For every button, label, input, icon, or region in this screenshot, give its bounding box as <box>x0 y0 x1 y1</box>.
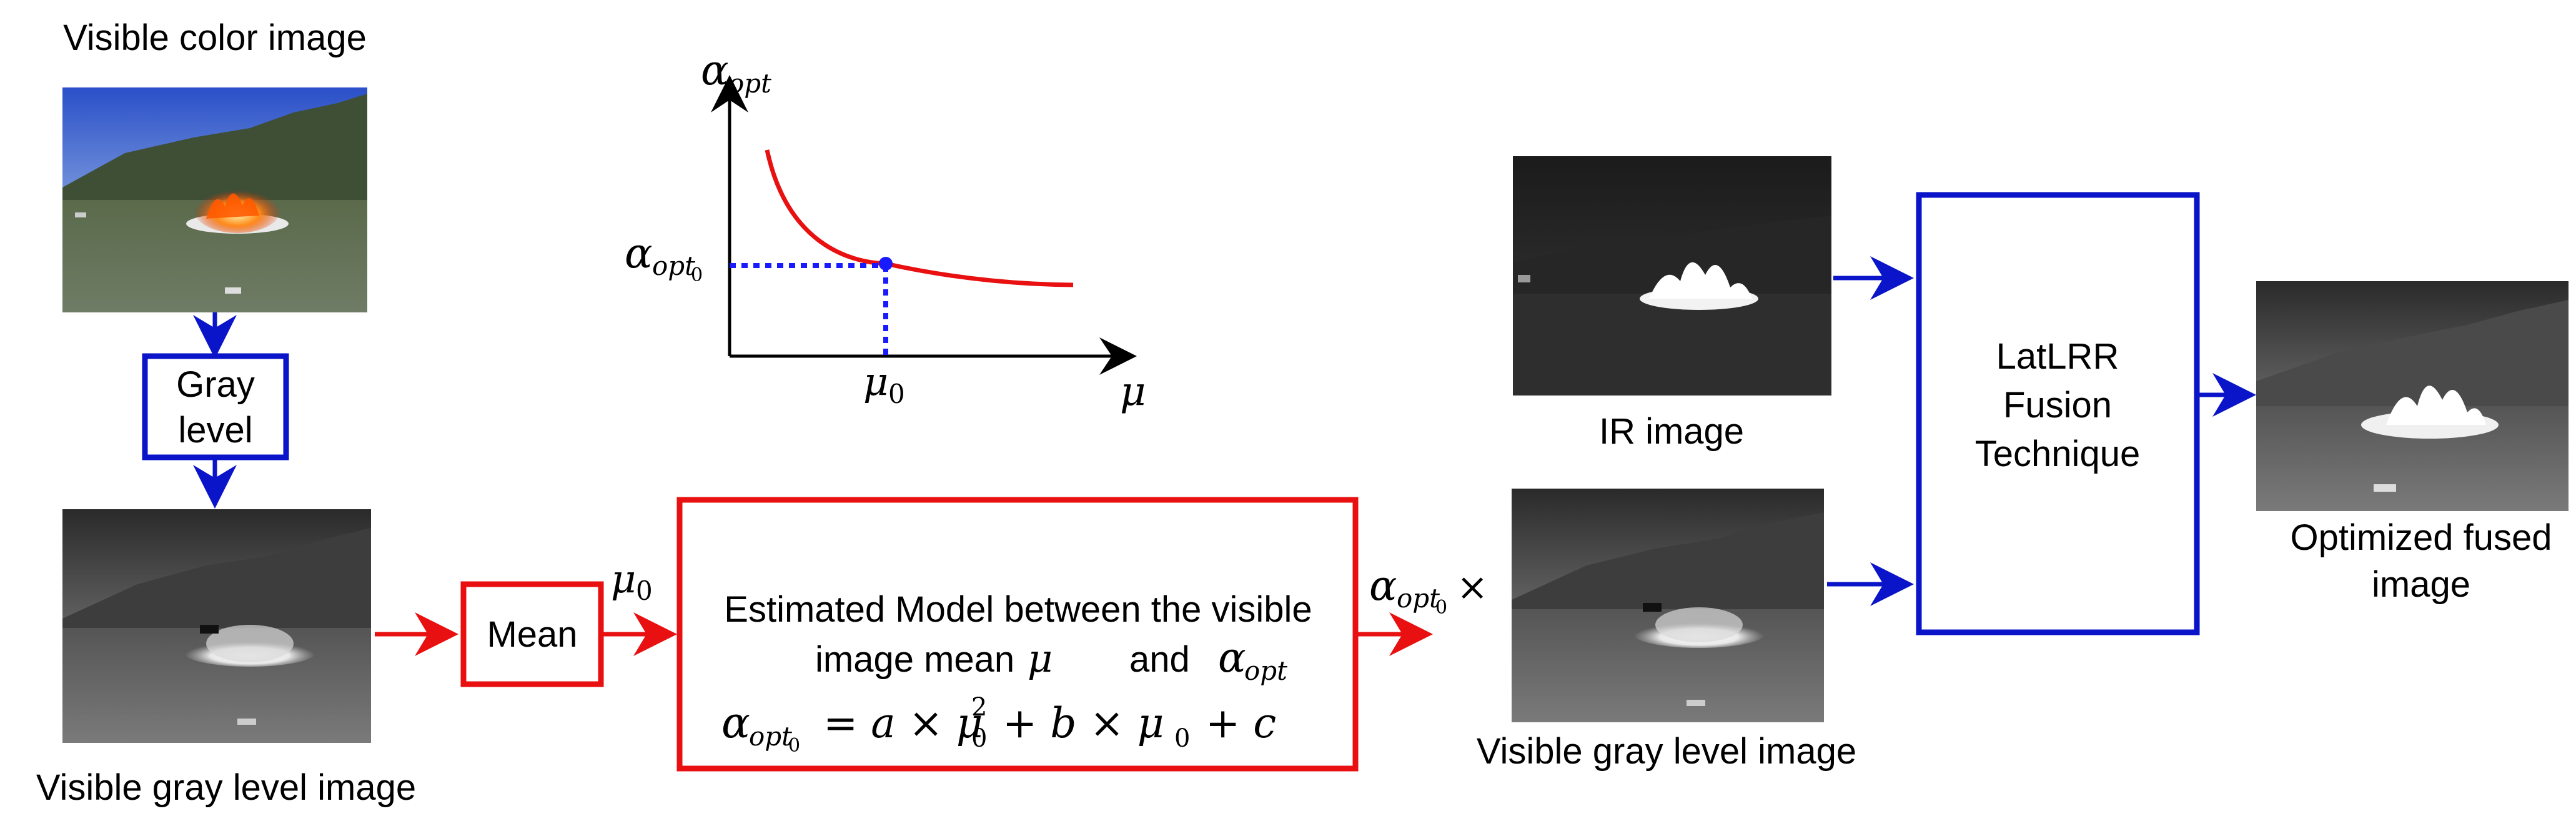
visible-color-image <box>62 87 367 312</box>
plot-x-label: μ <box>1120 369 1146 415</box>
plot-alpha-opt0-alpha: α <box>625 229 653 277</box>
estimated-model-box: Estimated Model between the visible imag… <box>676 497 1359 772</box>
mu0-symbol: μ <box>611 556 636 602</box>
visible-gray-image-right-label: Visible gray level image <box>1477 731 1856 772</box>
optimized-fused-image <box>2256 281 2569 511</box>
mu0-label: μ 0 <box>611 556 653 606</box>
model-line2-opt: opt <box>1244 655 1287 686</box>
gray-level-label-line2: level <box>178 410 252 450</box>
optimized-label-line1: Optimized fused <box>2290 517 2552 558</box>
visible-gray-image-left <box>62 509 371 743</box>
mu0-subscript: 0 <box>636 575 653 606</box>
ir-image-label: IR image <box>1599 411 1744 452</box>
model-line2-alpha: α <box>1218 634 1246 682</box>
plot-mu0-mu: μ <box>863 359 888 404</box>
alpha-opt0-times-label: α opt 0 × <box>1369 562 1488 619</box>
model-line2-and: and <box>1129 639 1190 680</box>
formula-opt: opt <box>749 721 792 752</box>
ir-image <box>1513 156 1831 396</box>
alpha-opt0-alpha: α <box>1369 562 1397 610</box>
model-line2-mu: μ <box>1028 635 1053 681</box>
alpha-opt0-opt: opt <box>1397 583 1440 614</box>
gray-level-box: Gray level <box>142 353 289 460</box>
fusion-line3: Technique <box>1975 434 2140 474</box>
plot-y-label-alpha: α <box>701 46 729 94</box>
alpha-mu-curve-plot: α opt α opt 0 μ 0 μ <box>625 46 1146 415</box>
mean-label: Mean <box>487 614 577 655</box>
visible-color-image-label: Visible color image <box>63 17 367 58</box>
fusion-line1: LatLRR <box>1996 336 2119 377</box>
formula-sub0b: 0 <box>1174 724 1190 753</box>
times-symbol: × <box>1457 565 1488 609</box>
fusion-line2: Fusion <box>2003 385 2112 425</box>
formula-mid: + b × μ <box>1003 699 1164 747</box>
formula-sub0: 0 <box>971 724 987 753</box>
visible-gray-image-left-label: Visible gray level image <box>36 767 416 808</box>
gray-level-label-line1: Gray <box>176 364 255 405</box>
alpha-opt0-zero: 0 <box>1435 597 1447 619</box>
mean-box: Mean <box>460 581 604 687</box>
plot-operating-point <box>879 257 893 271</box>
visible-gray-image-right <box>1512 489 1824 722</box>
plot-alpha-opt0-opt: opt <box>652 251 695 281</box>
optimized-label-line2: image <box>2372 564 2470 605</box>
formula-alpha: α <box>721 699 750 748</box>
formula-end: + c <box>1206 699 1276 747</box>
formula-sq: 2 <box>971 693 987 722</box>
formula-opt-zero: 0 <box>788 735 800 757</box>
plot-y-label-opt: opt <box>728 68 771 99</box>
model-line2-a: image mean <box>815 639 1014 680</box>
latlrr-fusion-box: LatLRR Fusion Technique <box>1916 192 2200 635</box>
model-line1: Estimated Model between the visible <box>724 589 1312 630</box>
formula-eq: = a × μ <box>823 699 983 747</box>
plot-alpha-opt0-zero: 0 <box>691 264 703 286</box>
plot-mu0-sub: 0 <box>888 379 905 409</box>
